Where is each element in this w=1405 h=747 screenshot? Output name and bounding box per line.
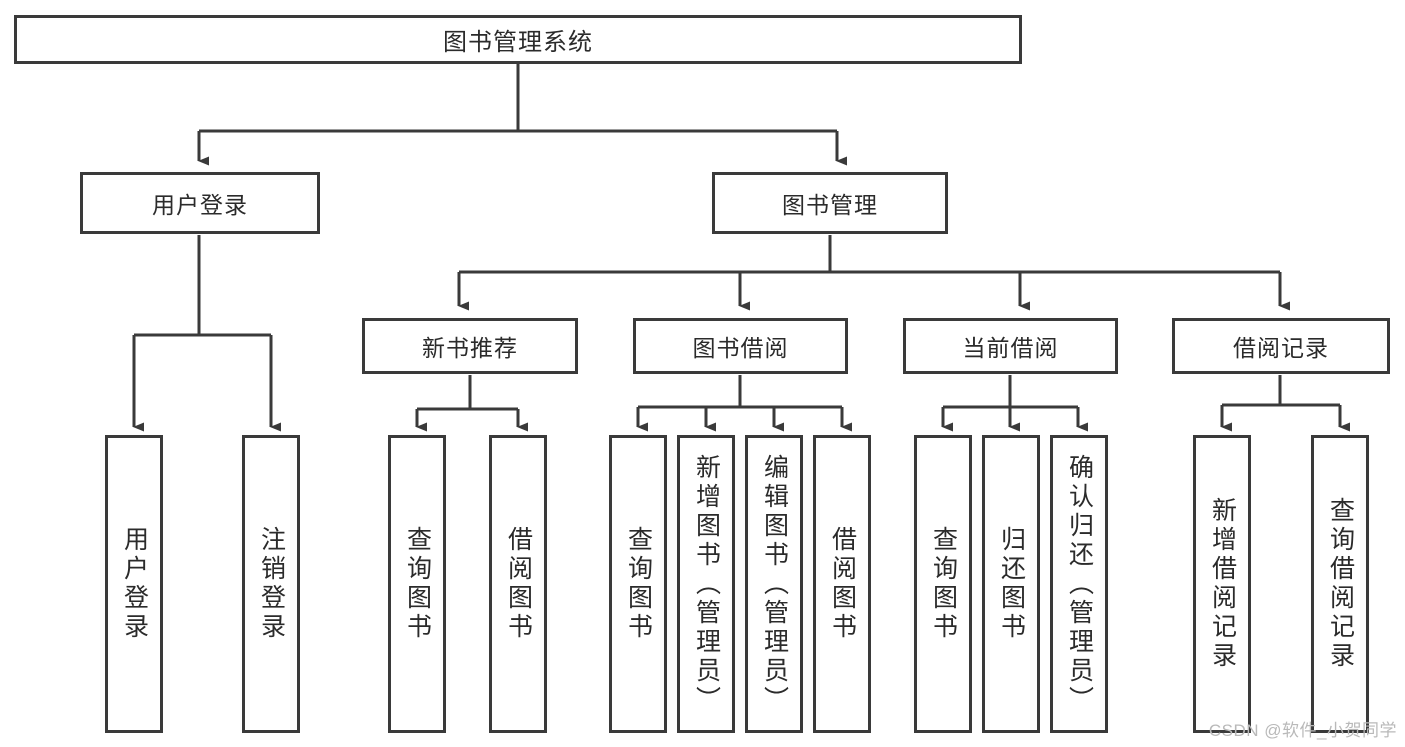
leaf-borrow-book[interactable]: 借阅图书	[813, 435, 871, 733]
leaf-query-book-current[interactable]: 查询图书	[914, 435, 972, 733]
node-borrow-record[interactable]: 借阅记录	[1172, 318, 1390, 374]
node-label: 借阅记录	[1233, 335, 1329, 361]
node-label: 新增图书（管理员）	[692, 453, 721, 715]
leaf-add-borrow-record[interactable]: 新增借阅记录	[1193, 435, 1251, 733]
node-label: 新增借阅记录	[1208, 497, 1237, 671]
node-label: 查询图书	[403, 526, 432, 642]
leaf-borrow-book-recommend[interactable]: 借阅图书	[489, 435, 547, 733]
node-label: 查询图书	[624, 526, 653, 642]
node-label: 查询借阅记录	[1326, 497, 1355, 671]
node-label: 归还图书	[997, 526, 1026, 642]
node-label: 用户登录	[120, 526, 149, 642]
node-user-login-module[interactable]: 用户登录	[80, 172, 320, 234]
leaf-add-book-admin[interactable]: 新增图书（管理员）	[677, 435, 735, 733]
node-current-borrow[interactable]: 当前借阅	[903, 318, 1118, 374]
leaf-logout[interactable]: 注销登录	[242, 435, 300, 733]
node-label: 新书推荐	[422, 335, 518, 361]
leaf-query-borrow-record[interactable]: 查询借阅记录	[1311, 435, 1369, 733]
node-book-management-module[interactable]: 图书管理	[712, 172, 948, 234]
node-label: 确认归还（管理员）	[1065, 453, 1094, 715]
node-label: 图书管理系统	[443, 29, 593, 56]
leaf-user-login[interactable]: 用户登录	[105, 435, 163, 733]
leaf-query-book-borrow[interactable]: 查询图书	[609, 435, 667, 733]
node-label: 注销登录	[257, 526, 286, 642]
watermark-text: CSDN @软件_小贺同学	[1208, 721, 1397, 740]
node-label: 图书借阅	[692, 335, 789, 361]
node-label: 用户登录	[152, 192, 248, 218]
leaf-return-book[interactable]: 归还图书	[982, 435, 1040, 733]
node-new-book-recommend[interactable]: 新书推荐	[362, 318, 578, 374]
node-book-borrow[interactable]: 图书借阅	[633, 318, 848, 374]
node-label: 查询图书	[929, 526, 958, 642]
node-label: 图书管理	[782, 192, 878, 218]
leaf-edit-book-admin[interactable]: 编辑图书（管理员）	[745, 435, 803, 733]
leaf-confirm-return-admin[interactable]: 确认归还（管理员）	[1050, 435, 1108, 733]
node-label: 借阅图书	[504, 526, 533, 642]
leaf-query-book-recommend[interactable]: 查询图书	[388, 435, 446, 733]
node-root-system[interactable]: 图书管理系统	[14, 15, 1022, 64]
node-label: 当前借阅	[962, 335, 1059, 361]
node-label: 借阅图书	[828, 526, 857, 642]
node-label: 编辑图书（管理员）	[760, 453, 789, 715]
